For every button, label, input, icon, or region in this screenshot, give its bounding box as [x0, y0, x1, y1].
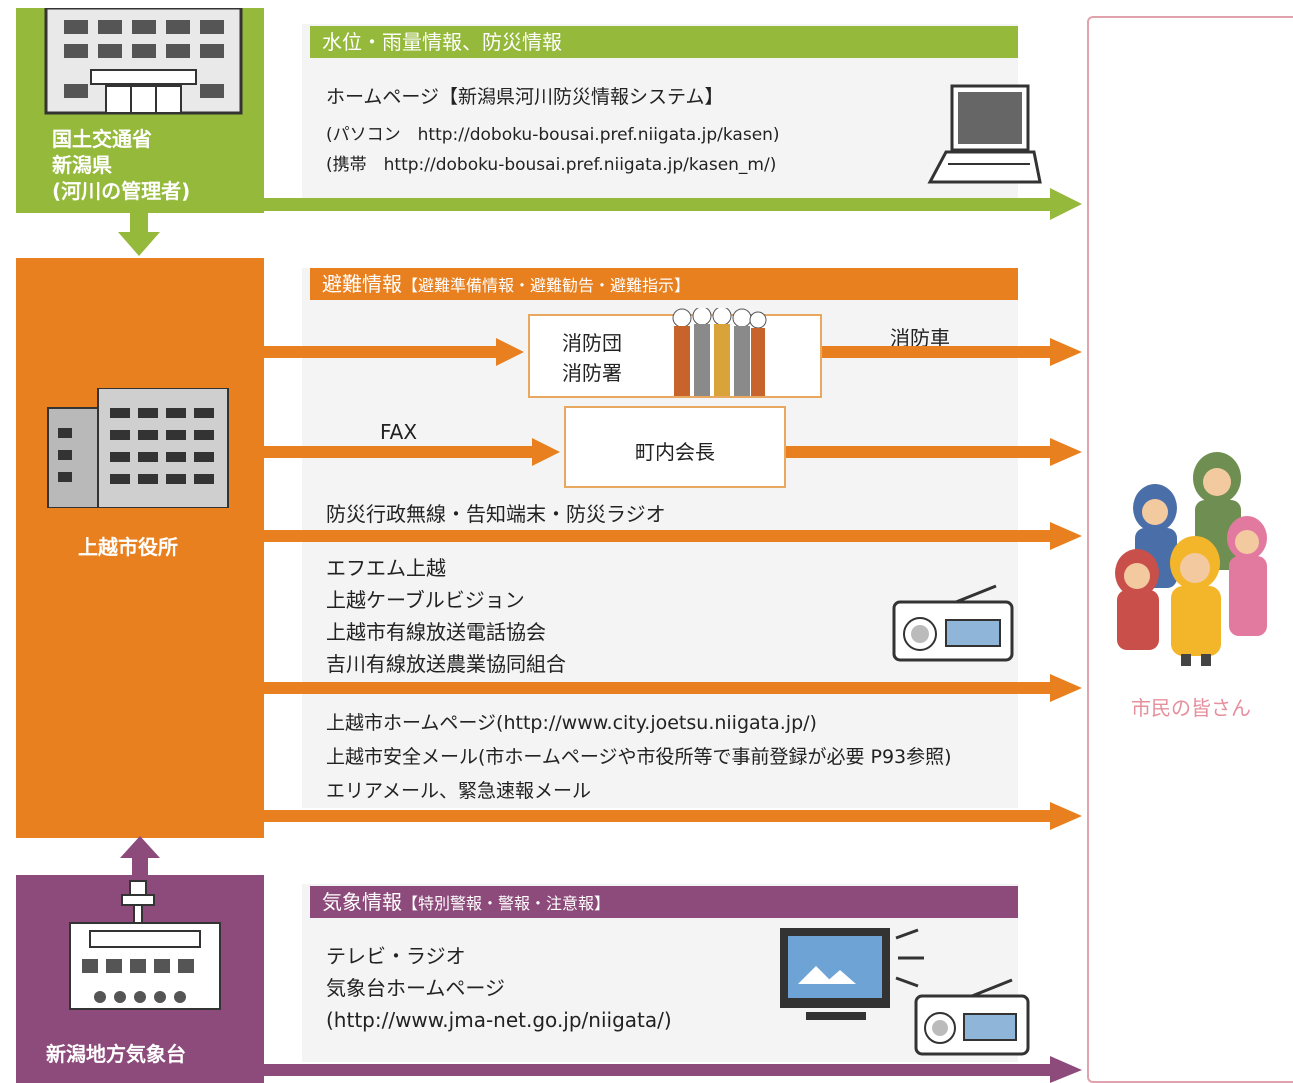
weather-observatory-icon	[69, 880, 221, 1010]
arrow-broadcasters-to-citizens	[264, 674, 1082, 702]
evacuation-info-header: 避難情報【避難準備情報・避難勧告・避難指示】	[310, 268, 1018, 300]
radio-icon	[914, 978, 1030, 1056]
radio-icon	[892, 584, 1014, 662]
citizens-group-icon	[1115, 452, 1267, 666]
water-info-header-text: 水位・雨量情報、防災情報	[322, 30, 562, 54]
arrow-national-to-city	[118, 212, 160, 256]
pc-url-line: (パソコン http://doboku-bousai.pref.niigata.…	[326, 125, 780, 145]
arrow-web-to-citizens	[264, 802, 1082, 830]
city-hall-box: 上越市役所	[16, 258, 264, 838]
weather-channels: テレビ・ラジオ 気象台ホームページ (http://www.jma-net.go…	[326, 944, 672, 1032]
disaster-radio-line: 防災行政無線・告知端末・防災ラジオ	[326, 502, 666, 526]
fire-brigade-node: 消防団 消防署	[528, 308, 822, 398]
evacuation-header-sub: 【避難準備情報・避難勧告・避難指示】	[402, 276, 691, 295]
fax-label: FAX	[380, 420, 418, 444]
arrow-fire-brigade-to-citizens	[822, 338, 1082, 366]
arrow-water-to-citizens	[264, 188, 1082, 220]
evacuation-header-main: 避難情報	[322, 272, 402, 296]
weather-header-sub: 【特別警報・警報・注意報】	[402, 894, 611, 913]
tv-icon	[780, 928, 924, 1020]
mobile-url-line: (携帯 http://doboku-bousai.pref.niigata.jp…	[326, 155, 777, 175]
meteorological-office-label: 新潟地方気象台	[46, 1042, 186, 1066]
weather-header-main: 気象情報	[322, 890, 402, 914]
chonai-chief-node: 町内会長	[564, 406, 786, 488]
citizens-label: 市民の皆さん	[1131, 696, 1251, 720]
arrow-meteo-to-city	[120, 836, 160, 876]
web-mail-lines: 上越市ホームページ(http://www.city.joetsu.niigata…	[326, 712, 952, 802]
homepage-title: ホームページ【新潟県河川防災情報システム】	[326, 86, 724, 108]
arrow-radio-to-citizens	[264, 522, 1082, 550]
river-manager-box: 国土交通省 新潟県 (河川の管理者)	[16, 8, 264, 213]
arrow-city-to-chonai-chief	[264, 438, 560, 466]
city-hall-icon	[47, 388, 229, 508]
arrow-chonai-chief-to-citizens	[786, 438, 1082, 466]
citizens-box: 市民の皆さん	[1087, 16, 1293, 1083]
arrow-city-to-fire-brigade	[264, 338, 524, 366]
fire-brigade-label: 消防団 消防署	[562, 331, 622, 385]
laptop-icon	[927, 84, 1042, 184]
government-building-icon	[44, 8, 243, 115]
weather-info-header: 気象情報【特別警報・警報・注意報】	[310, 886, 1018, 918]
chonai-chief-label: 町内会長	[635, 440, 715, 464]
arrow-weather-to-citizens	[264, 1056, 1082, 1083]
city-hall-label: 上越市役所	[78, 535, 178, 559]
broadcasters-list: エフエム上越 上越ケーブルビジョン 上越市有線放送電話協会 吉川有線放送農業協同…	[326, 556, 566, 676]
river-manager-label: 国土交通省 新潟県 (河川の管理者)	[52, 127, 191, 203]
meteorological-office-box: 新潟地方気象台	[16, 875, 264, 1083]
water-info-header: 水位・雨量情報、防災情報	[310, 26, 1018, 58]
firefighters-icon	[672, 308, 767, 396]
